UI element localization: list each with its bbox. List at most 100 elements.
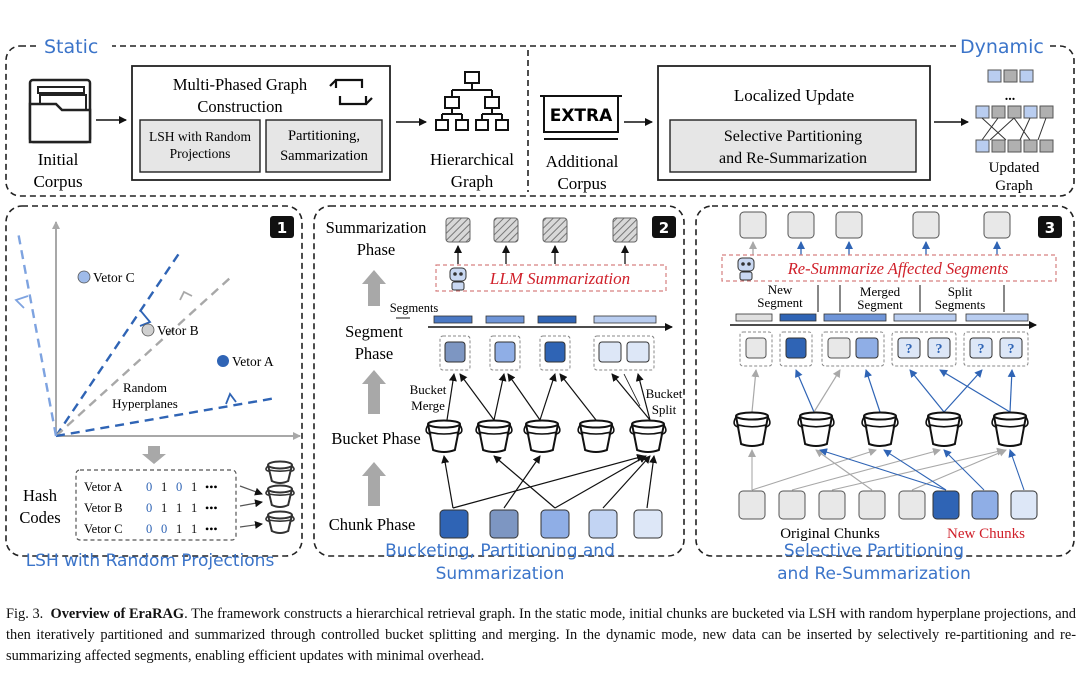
cycle-icon [329, 78, 373, 106]
hash-bit: 0 [146, 522, 152, 536]
updated-graph-ellipsis: ... [1005, 89, 1016, 104]
figure-caption: Fig. 3. Overview of EraRAG. The framewor… [6, 604, 1076, 667]
lsh-box-line1: LSH with Random [149, 129, 252, 144]
up-arrow-icon [362, 270, 386, 306]
robot-icon [737, 257, 755, 281]
new-chunk [932, 490, 960, 520]
bucket-merge-line1: Bucket [410, 382, 447, 397]
new-segment-line2: Segment [757, 295, 803, 310]
original-chunk [858, 490, 886, 520]
vector-b-label: Vetor B [157, 323, 199, 338]
selective-box-line2: and Re-Summarization [719, 150, 867, 167]
panel1-footer: LSH with Random Projections [26, 551, 275, 571]
llm-summarization-label: LLM Summarization [489, 269, 630, 288]
new-chunks-label: New Chunks [947, 526, 1025, 542]
panel1-badge [270, 216, 294, 238]
vector-a-point [217, 355, 229, 367]
hash-arrow-c [239, 520, 263, 529]
hash-bit: 1 [191, 522, 197, 536]
bucket-icon [265, 484, 295, 508]
chunk [588, 509, 618, 539]
summary-node [542, 217, 568, 243]
hash-bit: 0 [146, 480, 152, 494]
panel2-footer-line1: Bucketing, Partitioning and [385, 541, 615, 561]
panel2-chunks [439, 509, 663, 539]
chunk [439, 509, 469, 539]
bucket-icon [629, 419, 667, 453]
hash-bit: 1 [191, 480, 197, 494]
panel2-badge [652, 216, 676, 238]
panel1-border [5, 205, 303, 557]
original-chunks-label: Original Chunks [780, 526, 880, 542]
hash-bit: 1 [161, 501, 167, 515]
folder-icon [28, 78, 92, 144]
selective-box-line1: Selective Partitioning [724, 128, 862, 145]
selective-box [669, 119, 917, 173]
original-chunk [818, 490, 846, 520]
summary-node [445, 217, 471, 243]
normal-arrow-3 [225, 392, 237, 405]
resummarize-box [721, 254, 1057, 282]
llm-summarization-box [435, 264, 667, 292]
hash-row-label: Vetor B [84, 501, 123, 515]
hash-table [75, 469, 237, 541]
down-arrow-icon [142, 446, 166, 464]
segments-label: Segments [390, 301, 439, 315]
svg-text:3: 3 [1045, 219, 1055, 237]
hash-bit: 0 [161, 522, 167, 536]
hierarchical-graph-line1: Hierarchical [430, 150, 514, 169]
svg-text:1: 1 [277, 219, 287, 237]
summarization-phase-line2: Phase [357, 240, 396, 259]
hash-ellipsis: ••• [205, 501, 218, 515]
original-chunk [778, 490, 806, 520]
caption-title: Overview of EraRAG [50, 606, 185, 622]
hash-row-label: Vetor C [84, 522, 123, 536]
extra-tag-text: EXTRA [550, 106, 613, 126]
summary-node [612, 217, 638, 243]
updated-graph-line2: Graph [995, 178, 1033, 194]
construction-title-line1: Multi-Phased Graph [173, 75, 308, 94]
lsh-box-line2: Projections [170, 146, 231, 161]
vector-c-point [77, 270, 91, 284]
updated-graph-icon: ... [975, 69, 1054, 153]
bucket-icon [861, 411, 899, 447]
panel3-badge [1038, 216, 1062, 238]
normal-arrow-4 [14, 295, 29, 309]
hyperplane-1 [55, 251, 181, 437]
panel3-segment-bars [735, 313, 1029, 322]
up-arrow-icon [362, 462, 386, 506]
localized-update-title: Localized Update [734, 86, 854, 105]
normal-arrow-2 [179, 290, 193, 301]
merged-segment-line2: Segment [857, 297, 903, 312]
hash-ellipsis: ••• [205, 480, 218, 494]
hash-bit: 0 [146, 501, 152, 515]
panel3-chunks [738, 490, 1038, 520]
segment-phase-line1: Segment [345, 322, 403, 341]
chunk [540, 509, 570, 539]
hyperplane-4 [16, 231, 58, 437]
hierarchy-icon [435, 71, 509, 131]
bucket-split-line2: Split [652, 402, 677, 417]
new-chunk [971, 490, 999, 520]
hyperplanes-line1: Random [123, 380, 167, 395]
segment-phase-line2: Phase [355, 344, 394, 363]
vector-a-label: Vetor A [232, 354, 274, 369]
original-chunk [738, 490, 766, 520]
top-panel-border [5, 45, 1075, 197]
panel2-border [313, 205, 685, 557]
additional-corpus-line1: Additional [546, 152, 619, 171]
panel2-footer-line2: Summarization [436, 564, 565, 584]
up-arrow-icon [362, 370, 386, 414]
hash-ellipsis: ••• [205, 522, 218, 536]
bucket-icon [475, 419, 513, 453]
hash-row-label: Vetor A [84, 480, 123, 494]
partition-box-line2: Sammarization [280, 148, 369, 164]
bucket-icon [577, 419, 615, 453]
initial-corpus-line1: Initial [38, 150, 79, 169]
hash-bit: 0 [176, 480, 182, 494]
hash-arrow-b [239, 499, 263, 508]
hash-arrow-a [239, 485, 263, 496]
hash-codes-line2: Codes [19, 508, 60, 527]
